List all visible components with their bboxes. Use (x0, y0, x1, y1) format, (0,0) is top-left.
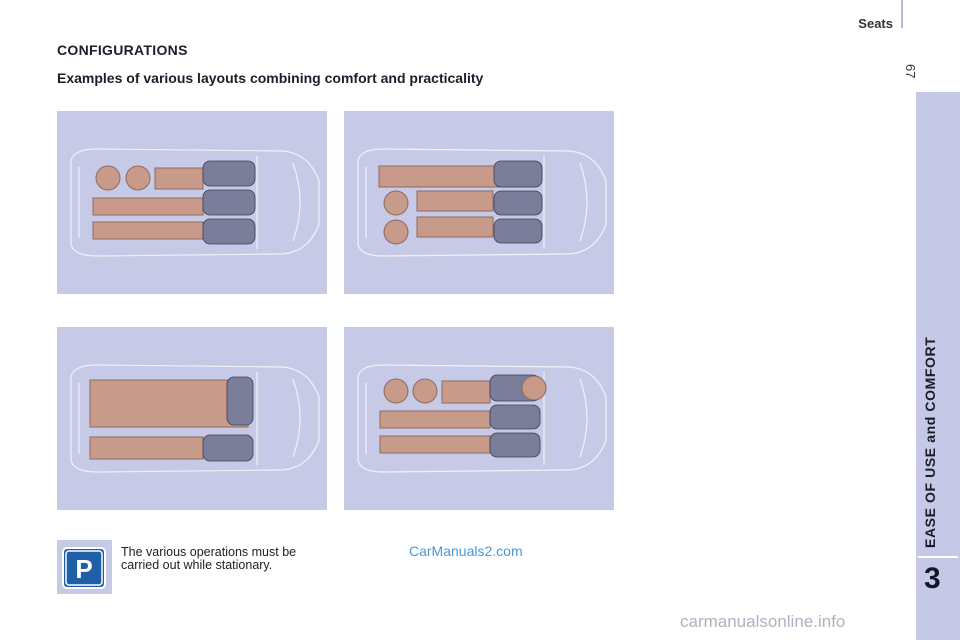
layout-diagram-4 (344, 327, 614, 510)
watermark-link[interactable]: CarManuals2.com (409, 543, 523, 559)
note-icon-box: P (57, 540, 112, 594)
watermark-footer: carmanualsonline.info (680, 612, 846, 631)
header-section-title: Seats (858, 16, 893, 31)
chapter-side-tab (916, 92, 960, 640)
parking-icon-letter: P (75, 554, 92, 584)
header-divider (901, 0, 903, 28)
layout-diagram-2 (344, 111, 614, 294)
section-heading: CONFIGURATIONS (57, 42, 188, 58)
parking-icon: P (62, 547, 106, 589)
chapter-title: EASE OF USE and COMFORT (922, 336, 938, 548)
page-number: 67 (903, 64, 918, 79)
layout-diagram-1 (57, 111, 327, 294)
layout-diagram-3 (57, 327, 327, 510)
note-text: The various operations must be carried o… (121, 545, 297, 572)
chapter-divider (918, 556, 958, 558)
chapter-number: 3 (924, 562, 941, 595)
section-subheading: Examples of various layouts combining co… (57, 70, 484, 86)
